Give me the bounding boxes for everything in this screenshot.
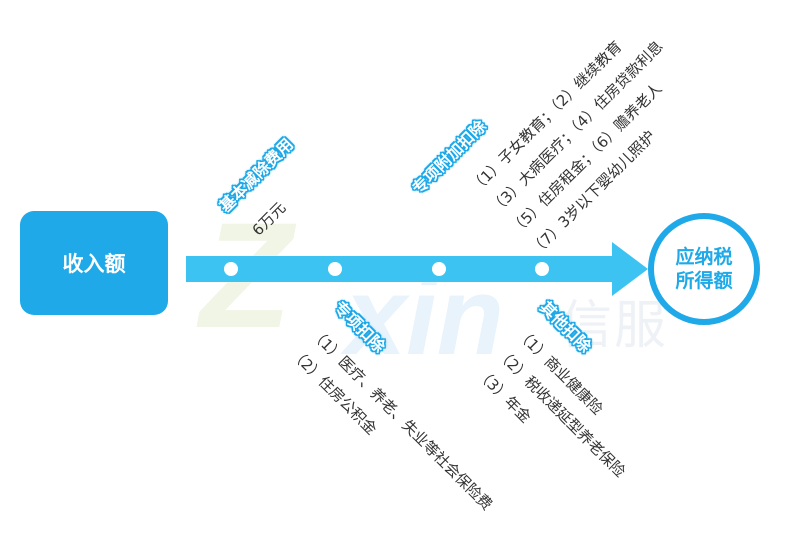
income-label: 收入额 xyxy=(62,252,126,276)
arrow-node-3 xyxy=(432,262,446,276)
taxable-income-circle: 应纳税 所得额 xyxy=(648,213,760,325)
arrow-shape xyxy=(186,242,648,296)
arrow-node-1 xyxy=(224,262,238,276)
watermark-cn: 信服 xyxy=(560,296,669,356)
taxable-income-line2: 所得额 xyxy=(675,270,733,292)
arrow-node-4 xyxy=(535,262,549,276)
income-box: 收入额 xyxy=(20,211,168,315)
arrow-node-2 xyxy=(328,262,342,276)
taxable-income-line1: 应纳税 xyxy=(675,246,733,268)
